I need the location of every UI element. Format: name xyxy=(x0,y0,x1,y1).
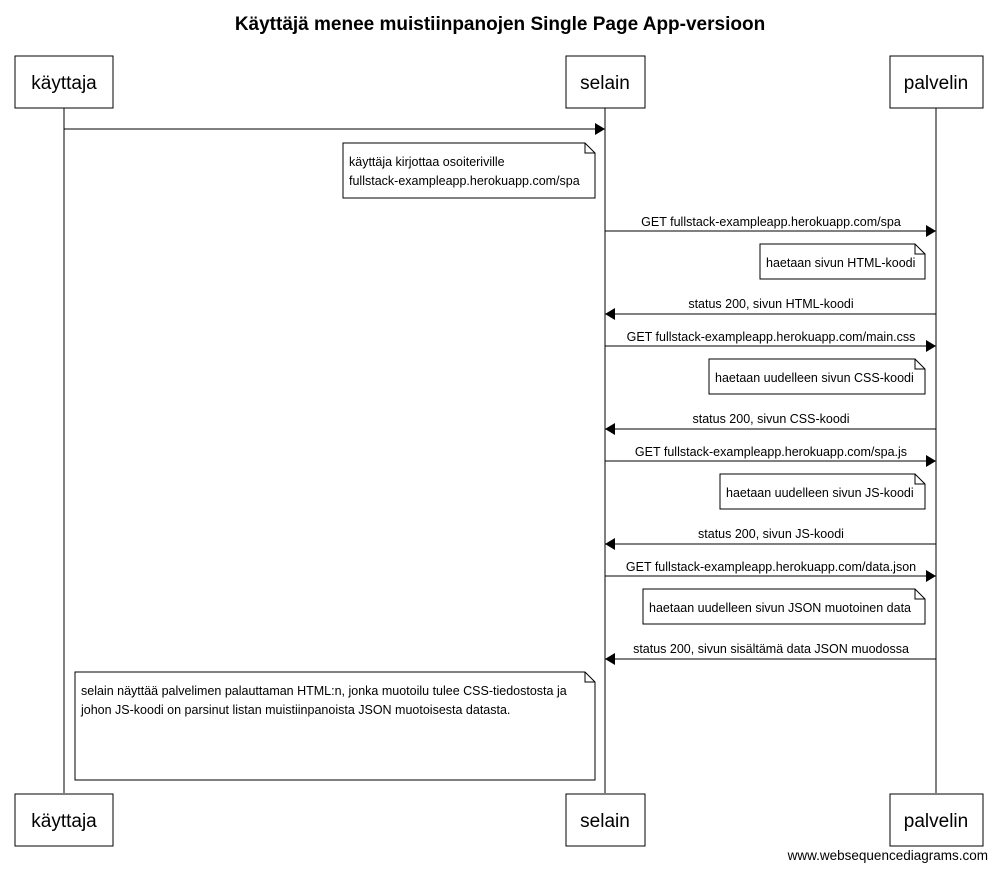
actor-server-label: palvelin xyxy=(904,811,968,832)
note-fetch-html: haetaan sivun HTML-koodi xyxy=(759,243,926,280)
note-fetch-json: haetaan uudelleen sivun JSON muotoinen d… xyxy=(642,588,926,625)
actor-user-bottom: käyttaja xyxy=(14,793,114,847)
note-line: haetaan uudelleen sivun CSS-koodi xyxy=(715,371,914,385)
note-line: johon JS-koodi on parsinut listan muisti… xyxy=(80,703,510,717)
actor-server-top: palvelin xyxy=(889,55,984,109)
footer-watermark: www.websequencediagrams.com xyxy=(787,848,988,863)
actor-browser-label: selain xyxy=(580,811,630,832)
actor-user-label: käyttaja xyxy=(31,73,97,94)
actor-user-top: käyttaja xyxy=(14,55,114,109)
note-browser-renders: selain näyttää palvelimen palauttaman HT… xyxy=(74,671,596,781)
message-label: status 200, sivun CSS-koodi xyxy=(692,412,849,426)
diagram-title: Käyttäjä menee muistiinpanojen Single Pa… xyxy=(235,14,765,35)
note-line: fullstack-exampleapp.herokuapp.com/spa xyxy=(349,174,580,188)
note-line: haetaan uudelleen sivun JS-koodi xyxy=(726,486,914,500)
note-line: haetaan sivun HTML-koodi xyxy=(766,256,915,270)
actor-browser-bottom: selain xyxy=(565,793,646,847)
message-label: status 200, sivun HTML-koodi xyxy=(688,297,853,311)
note-fetch-js: haetaan uudelleen sivun JS-koodi xyxy=(719,473,926,510)
message-label: GET fullstack-exampleapp.herokuapp.com/d… xyxy=(626,560,916,574)
note-user-types-address: käyttäja kirjottaa osoiteriville fullsta… xyxy=(342,142,596,199)
note-line: selain näyttää palvelimen palauttaman HT… xyxy=(81,684,567,698)
actor-browser-label: selain xyxy=(580,73,630,94)
message-label: status 200, sivun JS-koodi xyxy=(698,527,844,541)
actor-user-label: käyttaja xyxy=(31,811,97,832)
note-line: haetaan uudelleen sivun JSON muotoinen d… xyxy=(649,601,911,615)
actor-server-bottom: palvelin xyxy=(889,793,984,847)
actor-browser-top: selain xyxy=(565,55,646,109)
note-fetch-css: haetaan uudelleen sivun CSS-koodi xyxy=(708,358,926,395)
message-label: GET fullstack-exampleapp.herokuapp.com/m… xyxy=(627,330,916,344)
message-label: status 200, sivun sisältämä data JSON mu… xyxy=(633,642,909,656)
note-line: käyttäja kirjottaa osoiteriville xyxy=(349,155,505,169)
message-label: GET fullstack-exampleapp.herokuapp.com/s… xyxy=(641,215,901,229)
actor-server-label: palvelin xyxy=(904,73,968,94)
message-label: GET fullstack-exampleapp.herokuapp.com/s… xyxy=(635,445,907,459)
